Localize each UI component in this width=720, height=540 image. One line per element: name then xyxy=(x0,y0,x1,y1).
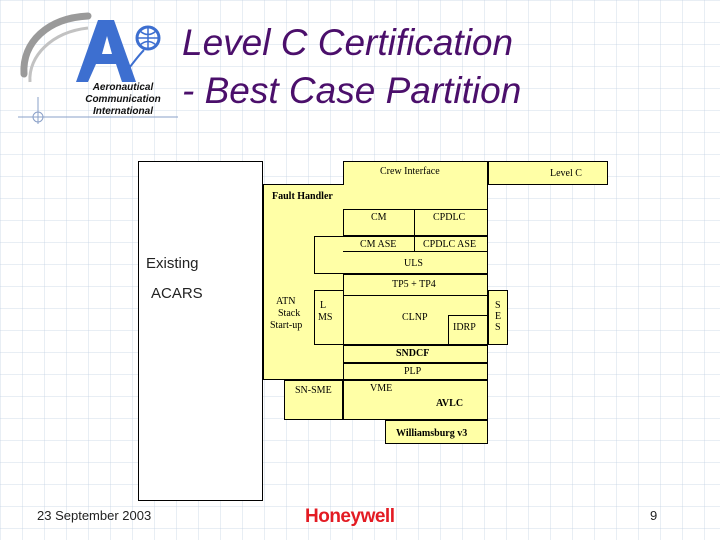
level-c-box xyxy=(488,161,608,185)
williamsburg-label: Williamsburg v3 xyxy=(396,428,468,439)
fault-handler-label: Fault Handler xyxy=(272,191,333,202)
cpdlc-label: CPDLC xyxy=(433,212,466,223)
vme-label: VME xyxy=(370,383,393,394)
stack-label: Stack xyxy=(278,308,301,319)
aci-logo-graphic xyxy=(18,12,178,124)
footer-date: 23 September 2003 xyxy=(37,508,152,523)
cpdlc-ase-label: CPDLC ASE xyxy=(423,239,477,250)
williamsburg-box xyxy=(385,420,488,444)
atn-label: ATN xyxy=(276,296,296,307)
ase-uls-divider xyxy=(343,251,488,252)
existing-acars-box xyxy=(138,161,263,501)
idrp-box xyxy=(448,315,488,345)
ses-box xyxy=(488,290,508,345)
cm-cpdlc-divider xyxy=(414,209,415,236)
ses-s1-label: S xyxy=(495,300,501,311)
ses-e-label: E xyxy=(495,311,502,322)
logo-text-line2: Communication xyxy=(85,94,161,105)
cm-cpdlc-box xyxy=(343,209,488,236)
sndcf-box xyxy=(343,345,488,363)
uls-label: ULS xyxy=(404,258,423,269)
crew-interface-label: Crew Interface xyxy=(380,166,440,177)
vme-avlc-box xyxy=(343,380,488,420)
clnp-label: CLNP xyxy=(402,312,428,323)
tp-clnp-divider xyxy=(343,295,488,296)
honeywell-logo: Honeywell xyxy=(305,506,395,527)
lms-ms-label: MS xyxy=(318,312,333,323)
startup-label: Start-up xyxy=(270,320,303,331)
crew-interface-tab xyxy=(343,161,488,185)
cm-label: CM xyxy=(371,212,387,223)
idrp-label: IDRP xyxy=(453,322,476,333)
slide-title-line1: Level C Certification xyxy=(182,22,514,63)
existing-label: Existing xyxy=(146,255,199,272)
aci-logo: Aeronautical Communication International xyxy=(18,12,178,124)
sndcf-label: SNDCF xyxy=(396,348,430,359)
tp-label: TP5 + TP4 xyxy=(392,279,436,290)
ase-block xyxy=(314,236,488,274)
acars-label: ACARS xyxy=(151,285,203,302)
slide-title-line2: - Best Case Partition xyxy=(182,70,522,111)
logo-text-line1: Aeronautical xyxy=(92,82,154,93)
ses-s2-label: S xyxy=(495,322,501,333)
ase-split-divider xyxy=(414,236,415,251)
page-number: 9 xyxy=(650,508,658,523)
lms-l-label: L xyxy=(320,300,327,311)
level-c-label: Level C xyxy=(550,168,582,179)
plp-label: PLP xyxy=(404,366,422,377)
sn-sme-label: SN-SME xyxy=(295,385,332,396)
avlc-label: AVLC xyxy=(436,398,464,409)
logo-text-line3: International xyxy=(92,106,153,117)
plp-box xyxy=(343,363,488,380)
sn-sme-box xyxy=(284,380,343,420)
cm-ase-label: CM ASE xyxy=(360,239,397,250)
